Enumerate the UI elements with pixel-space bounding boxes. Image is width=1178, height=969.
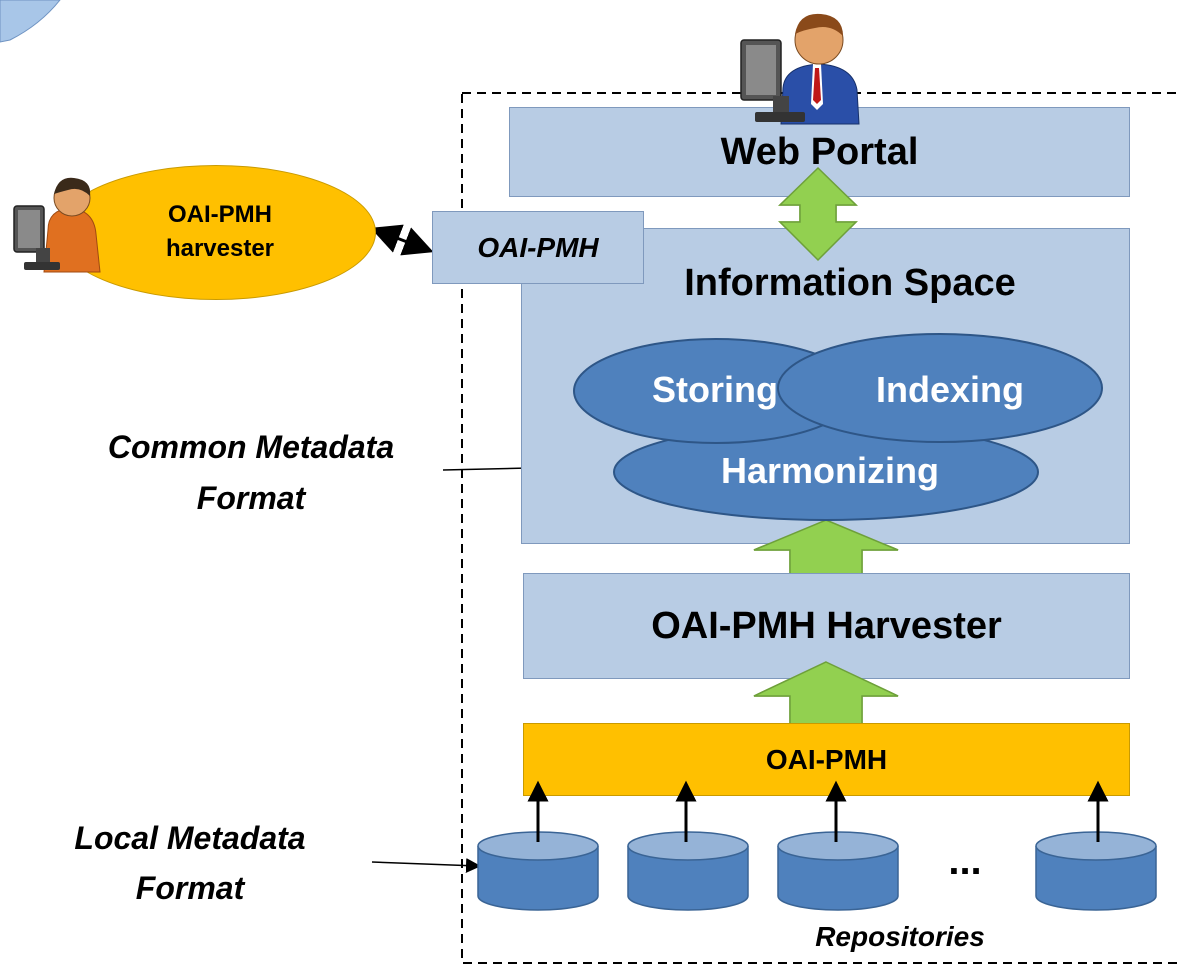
- indexing-label: Indexing: [875, 369, 1024, 410]
- web-portal-label: Web Portal: [720, 130, 919, 173]
- local-format-line1: Local Metadata: [74, 819, 306, 856]
- common-format-line1: Common Metadata: [107, 428, 395, 465]
- repository-cylinder: [627, 831, 749, 911]
- decorative-shape: [0, 0, 61, 43]
- harmonizing-label: Harmonizing: [720, 450, 939, 491]
- external-harvester-line2: harvester: [165, 235, 275, 262]
- repository-cylinder: [777, 831, 899, 911]
- storing-label: Storing: [652, 369, 778, 410]
- oai-pmh-interface-box: [432, 211, 644, 284]
- oai-pmh-bar-label: OAI-PMH: [765, 743, 888, 775]
- repositories-caption: Repositories: [815, 921, 985, 952]
- external-user-icon: [8, 172, 104, 278]
- system-boundary: [461, 92, 1178, 964]
- portal-user-icon: [735, 4, 865, 128]
- external-harvester-ellipse: [56, 165, 376, 300]
- local-format-pointer: [371, 858, 481, 874]
- repository-cylinder: [1035, 831, 1157, 911]
- external-harvester-line1: OAI-PMH: [168, 201, 272, 228]
- information-space-label: Information Space: [684, 261, 1016, 304]
- repository-cylinder: [477, 831, 599, 911]
- oai-pmh-harvester-label: OAI-PMH Harvester: [651, 604, 1002, 647]
- oai-pmh-interface-label: OAI-PMH: [477, 231, 599, 263]
- external-link-arrow: [370, 224, 434, 256]
- local-format-line2: Format: [135, 869, 245, 906]
- common-format-line2: Format: [196, 479, 306, 516]
- repositories-ellipsis: ...: [948, 838, 982, 883]
